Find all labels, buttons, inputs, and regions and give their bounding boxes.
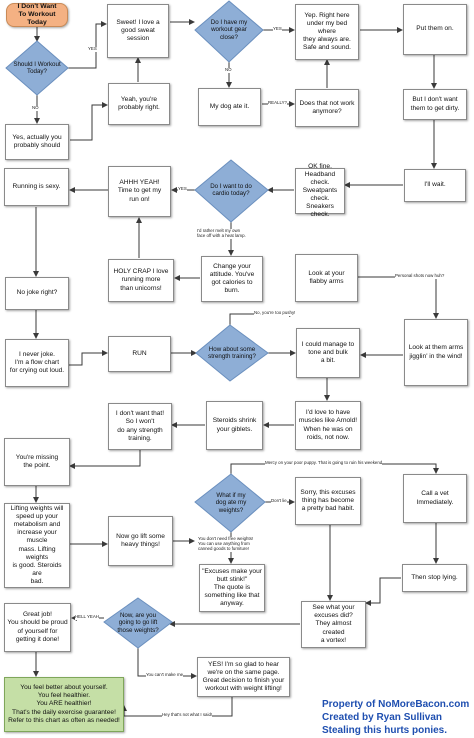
node-dont-want-that: I don't want that! So I won't do any str… <box>108 403 172 450</box>
node-running-sexy: Running is sexy. <box>4 168 69 206</box>
edge-label-no-1: NO <box>32 105 39 111</box>
start-node: I Don't Want To Workout Today <box>6 3 68 27</box>
node-feel-better: You feel better about yourself. You feel… <box>4 677 124 732</box>
edge-label-yes-1: YES <box>88 46 97 52</box>
node-holy-crap: HOLY CRAP I love running more than unico… <box>108 259 174 302</box>
decision-text-should-workout: Should I Workout Today? <box>13 60 61 75</box>
edge-label-yes-2: YES <box>273 26 282 32</box>
edge-label-too-pushy: No, you're too pushy! <box>254 310 296 316</box>
node-arms-jigglin: Look at them arms jigglin' in the wind! <box>404 319 468 386</box>
credits-site-link[interactable]: NoMoreBacon.com <box>378 699 470 710</box>
edge-stop-to-see <box>365 577 401 606</box>
decision-text-lift-weights: Now, are you going to go lift those weig… <box>117 612 159 634</box>
node-does-that-work: Does that not work anymore? <box>295 89 359 127</box>
decision-cardio <box>194 159 269 223</box>
node-call-vet: Call a vet Immediately. <box>403 474 467 523</box>
node-change-attitude: Change your attitude. You've got calorie… <box>201 256 263 302</box>
node-lifting-weights: Lifting weights will speed up your metab… <box>4 503 70 588</box>
credits-block: Property of NoMoreBacon.com Created by R… <box>322 698 474 738</box>
credits-tagline: Stealing this hurts ponies. <box>322 725 448 737</box>
node-dog-ate: My dog ate it. <box>198 88 261 126</box>
edge-label-hey-not-what: Hey that's not what I said! <box>162 712 213 718</box>
node-great-job: Great job! You should be proud of yourse… <box>4 603 71 652</box>
edge-label-really: REALLY? <box>268 100 287 106</box>
decision-lift-weights <box>103 597 173 649</box>
edge-label-dont-lie: Don't lie <box>271 498 287 504</box>
decision-should-workout <box>5 40 69 96</box>
node-sorry-excuses: Sorry, this excuses thing has become a p… <box>295 477 361 525</box>
node-stop-lying: Then stop lying. <box>402 564 467 592</box>
node-see-what: See what your excuses did? They almost c… <box>301 601 366 648</box>
edge-label-no-2: NO <box>225 67 232 73</box>
decision-text-dog-weights: What if my dog ate my weights? <box>215 492 247 514</box>
node-wait: I'll wait. <box>404 169 466 202</box>
node-flabby-arms: Look at your flabby arms <box>295 254 358 302</box>
node-yes-actually: Yes, actually you probably should <box>5 124 69 160</box>
decision-text-cardio: Do I want to do cardio today? <box>210 182 252 197</box>
node-ahhh-yeah: AHHH YEAH! Time to get my run on! <box>108 166 171 217</box>
edge-dontwant-to-missing <box>69 450 141 469</box>
decision-text-strength: How about some strength training? <box>208 345 256 360</box>
edge-label-melt-face: I'd rather melt my own face off with a h… <box>197 228 246 239</box>
edge-flabby-personal <box>358 276 439 319</box>
node-sweet: Sweet! I love a good sweat session <box>107 4 169 58</box>
edge-label-no-free-weights: You don't need free weights! You can use… <box>198 536 254 552</box>
edge-label-hell-yeah: HELL YEAH <box>75 614 99 620</box>
node-put-them-on: Put them on. <box>403 4 467 55</box>
edge-yes-actually-to-probably <box>70 102 108 141</box>
node-dirty: But I don't want them to get dirty. <box>403 89 467 120</box>
node-yep-right-here: Yep. Right here under my bed where they … <box>295 4 359 60</box>
node-never-joke: I never joke. I'm a flow chart for cryin… <box>5 339 69 387</box>
node-ok-fine: OK fine. Headband check. Sweatpants chec… <box>295 163 345 218</box>
credits-author: Created by Ryan Sullivan <box>322 712 443 724</box>
edge-q-should-yes <box>68 21 107 69</box>
edge-label-cant-make-me: You can't make me <box>146 672 184 678</box>
decision-text-gear-close: Do I have my workout gear close? <box>210 19 248 41</box>
node-run: RUN <box>108 336 171 372</box>
edge-neverjoke-to-run <box>69 350 108 366</box>
edge-label-yes-3: YES <box>178 186 187 192</box>
credits-line-property: Property of NoMoreBacon.com <box>322 698 474 711</box>
edge-label-personal-shots: Personal shots now huh? <box>395 273 445 279</box>
node-steroids-shrink: Steroids shrink your giblets. <box>206 401 263 450</box>
decision-dog-weights <box>194 473 266 533</box>
node-no-joke: No joke right? <box>5 277 69 310</box>
node-like-arnold: I'd love to have muscles like Arnold! Wh… <box>295 401 361 450</box>
credits-prefix: Property of <box>322 699 379 710</box>
node-go-lift: Now go lift some heavy things! <box>108 516 173 566</box>
decision-gear-close <box>194 0 264 63</box>
node-probably-right: Yeah, you're probably right. <box>108 83 170 125</box>
node-excuses-stink: "Excuses make your butt stink!" The quot… <box>199 564 265 612</box>
edge-label-mercy-puppy: Mercy on your poor puppy. That is going … <box>265 460 383 466</box>
node-tone-bulk: I could manage to tone and bulk a bit. <box>296 328 360 378</box>
node-missing-point: You're missing the point. <box>4 438 70 486</box>
decision-strength <box>195 324 269 382</box>
node-so-glad: YES! I'm so glad to hear we're on the sa… <box>197 657 290 697</box>
